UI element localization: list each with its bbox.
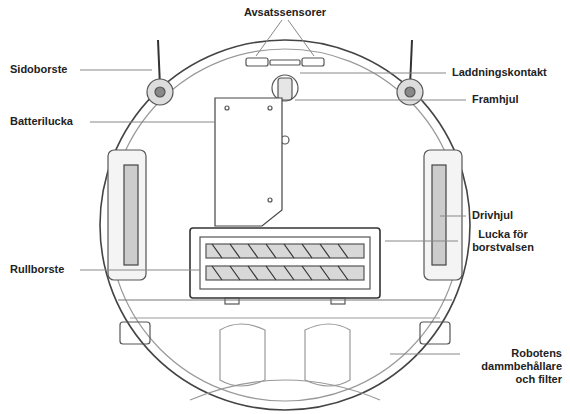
part-label: Robotens dammbehållare och filter	[466, 347, 562, 386]
part-label: Drivhjul	[472, 209, 562, 222]
part-label: Laddningskontakt	[452, 66, 564, 79]
part-label: Rullborste	[10, 263, 100, 276]
part-label: Lucka för borstvalsen	[462, 228, 544, 254]
part-label: Batterilucka	[10, 115, 100, 128]
part-label: Sidoborste	[10, 63, 100, 76]
part-label: Framhjul	[472, 93, 562, 106]
part-label: Avsatssensorer	[225, 6, 345, 19]
